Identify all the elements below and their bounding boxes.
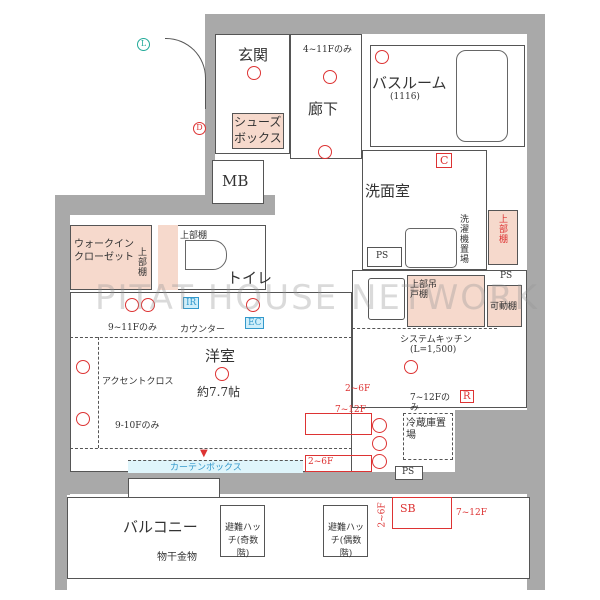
heater-box (305, 413, 372, 435)
ceiling-line (70, 448, 352, 449)
kitchen-counter (407, 275, 485, 327)
mb-label: MB (222, 172, 249, 190)
note-7-12-only: 7~12Fのみ (410, 393, 450, 413)
mb-room (212, 160, 264, 204)
wall-entry (205, 14, 215, 214)
fridge-label: 冷蔵庫置場 (406, 418, 446, 441)
washroom-label: 洗面室 (365, 182, 411, 200)
watermark: PITAT HOUSE NETWORK (95, 278, 539, 318)
switch-icon (372, 436, 387, 451)
washbasin (405, 228, 457, 268)
ps-box (395, 466, 423, 480)
counter-label: カウンター (180, 325, 226, 335)
note-9-10: 9-10Fのみ (115, 421, 160, 431)
wall-balcony-left (55, 490, 67, 590)
wall-top (205, 14, 545, 34)
toilet-bowl (185, 240, 227, 270)
intercom-icon (318, 145, 332, 159)
kitchen-size: (L=1,500) (410, 345, 457, 355)
corridor-label: 廊下 (308, 100, 339, 118)
r-mark: R (460, 390, 474, 403)
c-mark: C (436, 153, 453, 168)
walk-in-closet (70, 225, 152, 290)
toilet-shelf (158, 225, 178, 290)
hatch-even-label: 避難ハッチ(偶数階) (327, 523, 364, 559)
d-mark: D (193, 122, 206, 135)
note-7-12F: 7~12F (335, 405, 366, 415)
heater-box (305, 455, 372, 472)
bathroom-size: (1116) (390, 92, 420, 102)
ec-mark: EC (245, 317, 265, 329)
ir-mark: IR (183, 297, 200, 309)
wic-shelf-label: 上部棚 (138, 248, 148, 278)
escape-hatch-even[interactable] (323, 505, 368, 557)
note-7-12F: 7~12F (456, 508, 487, 518)
window-sash (128, 478, 220, 498)
ps-label: PS (500, 271, 513, 281)
western-label: 洋室 (205, 347, 236, 365)
curtain-label: カーテンボックス (170, 463, 242, 473)
corridor-note: 4~11Fのみ (303, 45, 352, 55)
bathroom-label: バスルーム (372, 74, 447, 92)
kitchen-cabinet-label: 上部吊戸棚 (410, 280, 438, 300)
light-icon (76, 360, 90, 374)
curtain-box (128, 460, 303, 473)
kitchen-line (352, 328, 497, 329)
l-mark: L (137, 38, 150, 51)
shoe-box (232, 113, 284, 149)
ps-label: PS (376, 251, 389, 261)
light-icon (76, 412, 90, 426)
balcony-label: バルコニー (123, 518, 198, 536)
ceiling-light-icon (215, 367, 229, 381)
wall-right (527, 14, 545, 590)
down-triangle-icon: ▼ (200, 448, 208, 459)
switch-icon (372, 418, 387, 433)
hatch-odd-label: 避難ハッチ(奇数階) (224, 523, 261, 559)
ceiling-line (70, 337, 352, 338)
sb-label: SB (400, 502, 416, 515)
wic-label: ウォークインクローゼット (74, 239, 134, 263)
toilet-shelf-label: 上部棚 (180, 231, 208, 241)
note-2-6F: 2~6F (308, 457, 334, 467)
thermostat-icon (246, 298, 260, 312)
western-size: 約7.7帖 (197, 385, 241, 399)
western-room (70, 292, 352, 472)
clothes-hanger-label: 物干金物 (157, 552, 197, 563)
bathroom (370, 45, 525, 147)
movable-shelf (487, 285, 522, 327)
sb-box (392, 497, 452, 529)
light-icon (247, 66, 261, 80)
accent-line (98, 337, 99, 448)
balcony (67, 497, 530, 579)
upper-shelf (488, 210, 518, 265)
ps-box (367, 247, 402, 267)
switch-icon (372, 454, 387, 469)
accent-label: アクセントクロス (102, 377, 174, 387)
outlet-icon (125, 298, 139, 312)
washroom (362, 150, 487, 270)
escape-hatch-odd[interactable] (220, 505, 265, 557)
bathtub (456, 50, 508, 142)
front-door-swing (165, 38, 206, 109)
light-icon (375, 50, 389, 64)
wall-left (55, 195, 70, 495)
outlet-icon (141, 298, 155, 312)
light-icon (323, 70, 337, 84)
note-2-6F: 2~6F (345, 384, 371, 394)
fridge-space (403, 413, 453, 460)
upper-shelf-label: 上部棚 (499, 215, 509, 245)
note-2-6F: 2~6F (377, 502, 388, 528)
wall-corner (455, 410, 530, 490)
washer-label: 洗濯機置場 (460, 215, 470, 265)
light-icon (404, 360, 418, 374)
note-9-11: 9~11Fのみ (108, 323, 157, 333)
entrance-label: 玄関 (238, 46, 269, 64)
stove-icon (368, 278, 405, 320)
corridor (290, 34, 362, 159)
toilet-label: トイレ (227, 269, 273, 287)
ps-label: PS (402, 467, 415, 477)
kitchen-label: システムキッチン (400, 335, 472, 345)
shoe-box-label: シューズボックス (234, 115, 282, 145)
movable-shelf-label: 可動棚 (490, 302, 518, 312)
